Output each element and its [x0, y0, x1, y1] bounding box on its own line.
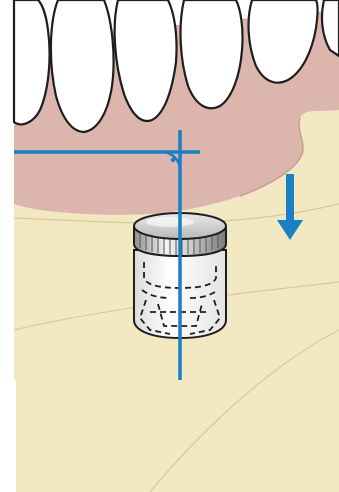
right-angle-dot	[171, 158, 175, 162]
cap-highlight	[146, 217, 194, 227]
